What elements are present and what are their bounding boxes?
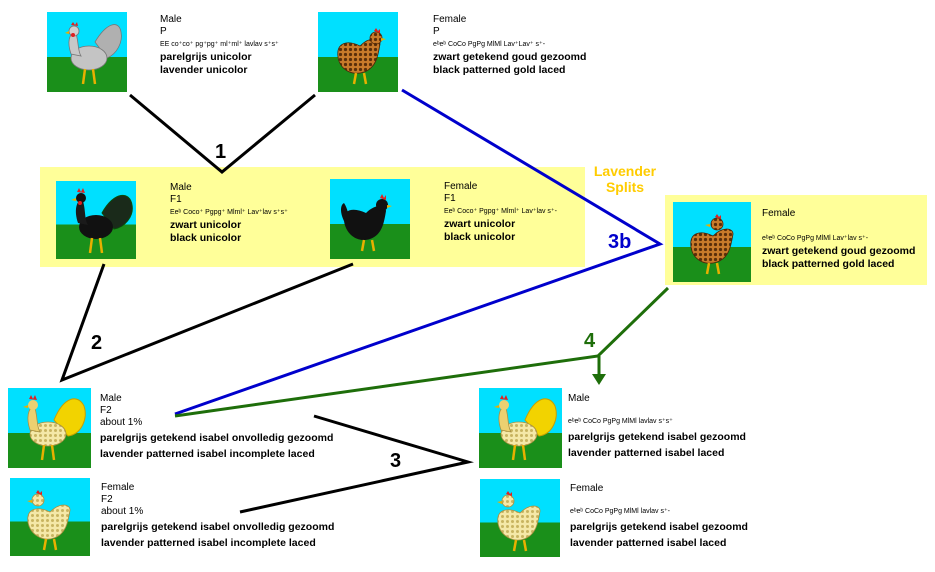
rooster-icon <box>494 395 557 461</box>
sex: Female <box>444 181 478 192</box>
sex: Male <box>100 393 122 404</box>
dutch-name: zwart unicolor <box>444 218 516 230</box>
f1-female-label: Female F1 Eeᵇ Coco⁺ Pgpg⁺ Mlml⁺ Lav⁺lav … <box>444 181 557 244</box>
hen-icon <box>341 194 392 252</box>
cross-3-line <box>239 414 474 514</box>
english-name: lavender patterned isabel laced <box>568 447 725 459</box>
genotype: EE co⁺co⁺ pg⁺pg⁺ ml⁺ml⁺ lavlav s⁺s⁺ <box>160 41 279 48</box>
lavender-splits-line2: Splits <box>605 179 645 195</box>
f2-male-label: Male F2 about 1% parelgrijs getekend isa… <box>100 393 333 461</box>
result-female-label: Female eᵇeᵇ CoCo PgPg MlMl lavlav s⁺- pa… <box>570 483 748 550</box>
split-female-picture <box>673 202 751 282</box>
split-female-label: Female eᵇeᵇ CoCo PgPg MlMl Lav⁺lav s⁺- z… <box>762 208 915 271</box>
genotype: Eeᵇ Coco⁺ Pgpg⁺ Mlml⁺ Lav⁺lav s⁺s⁺ <box>170 209 288 216</box>
frequency: about 1% <box>100 417 143 428</box>
generation: P <box>160 26 167 37</box>
dutch-name: parelgrijs getekend isabel onvolledig ge… <box>100 432 334 444</box>
cross-2-line <box>59 262 354 383</box>
generation: F2 <box>100 405 112 416</box>
lavender-splits-line1: Lavender <box>593 163 657 179</box>
cross-4-label: 4 <box>584 330 596 352</box>
dutch-name: parelgrijs getekend isabel gezoomd <box>570 521 748 533</box>
english-name: lavender patterned isabel incomplete lac… <box>100 448 315 460</box>
lavender-splits-label: Lavender Splits <box>585 163 665 195</box>
dutch-name: zwart getekend goud gezoomd <box>762 245 916 257</box>
dutch-name: parelgrijs getekend isabel gezoomd <box>568 431 746 443</box>
cross-3-label: 3 <box>390 450 402 472</box>
cross-1-label: 1 <box>215 141 227 163</box>
cross-4-arrowhead <box>592 374 606 385</box>
dutch-name: parelgrijs getekend isabel onvolledig ge… <box>101 521 335 533</box>
result-male-label: Male eᵇeᵇ CoCo PgPg MlMl lavlav s⁺s⁺ par… <box>568 393 746 460</box>
parent-female-label: Female P eᵇeᵇ CoCo PgPg MlMl Lav⁺Lav⁺ s⁺… <box>433 14 586 77</box>
genotype: eᵇeᵇ CoCo PgPg MlMl lavlav s⁺s⁺ <box>568 418 673 425</box>
english-name: black unicolor <box>444 231 516 243</box>
generation: F2 <box>101 494 113 505</box>
dutch-name: zwart getekend goud gezoomd <box>433 51 587 63</box>
hen-icon <box>27 490 71 551</box>
english-name: lavender patterned isabel incomplete lac… <box>101 537 316 549</box>
sex: Male <box>160 14 182 25</box>
f1-male-label: Male F1 Eeᵇ Coco⁺ Pgpg⁺ Mlml⁺ Lav⁺lav s⁺… <box>170 182 288 245</box>
hen-icon <box>497 491 541 552</box>
genotype: eᵇeᵇ CoCo PgPg MlMl Lav⁺lav s⁺- <box>762 235 869 242</box>
generation: P <box>433 26 440 37</box>
cross-1-line <box>129 93 316 174</box>
sex: Female <box>762 208 796 219</box>
sex: Female <box>570 483 604 494</box>
english-name: black patterned gold laced <box>433 64 566 76</box>
f2-male-picture <box>8 388 91 468</box>
parent-male-label: Male P EE co⁺co⁺ pg⁺pg⁺ ml⁺ml⁺ lavlav s⁺… <box>160 14 279 77</box>
result-female-picture <box>480 479 560 557</box>
generation: F1 <box>170 194 182 205</box>
f1-male-picture <box>56 181 136 259</box>
genotype: eᵇeᵇ CoCo PgPg MlMl Lav⁺Lav⁺ s⁺- <box>433 41 546 48</box>
cross-3b-line <box>174 88 664 416</box>
sex: Male <box>170 182 192 193</box>
generation: F1 <box>444 193 456 204</box>
parent-female-picture <box>318 12 398 92</box>
dutch-name: zwart unicolor <box>170 219 242 231</box>
dutch-name: parelgrijs unicolor <box>160 51 252 63</box>
hen-icon <box>337 28 386 85</box>
cross-3b-label: 3b <box>608 231 632 253</box>
f1-female-picture <box>330 179 410 259</box>
sex: Female <box>433 14 467 25</box>
genotype: eᵇeᵇ CoCo PgPg MlMl lavlav s⁺- <box>570 508 671 515</box>
cross-2-label: 2 <box>91 332 103 354</box>
english-name: black patterned gold laced <box>762 258 895 270</box>
parent-male-picture <box>47 12 127 92</box>
result-male-picture <box>479 388 562 468</box>
english-name: lavender unicolor <box>160 64 248 76</box>
english-name: lavender patterned isabel laced <box>570 537 727 549</box>
f2-female-picture <box>10 478 90 556</box>
genotype: Eeᵇ Coco⁺ Pgpg⁺ Mlml⁺ Lav⁺lav s⁺- <box>444 208 557 215</box>
frequency: about 1% <box>101 506 144 517</box>
rooster-icon <box>65 22 122 85</box>
sex: Female <box>101 482 135 493</box>
rooster-icon <box>71 188 133 254</box>
f2-female-label: Female F2 about 1% parelgrijs getekend i… <box>101 482 334 550</box>
hen-icon <box>690 214 734 275</box>
rooster-icon <box>23 395 86 461</box>
english-name: black unicolor <box>170 232 242 244</box>
sex: Male <box>568 393 590 404</box>
